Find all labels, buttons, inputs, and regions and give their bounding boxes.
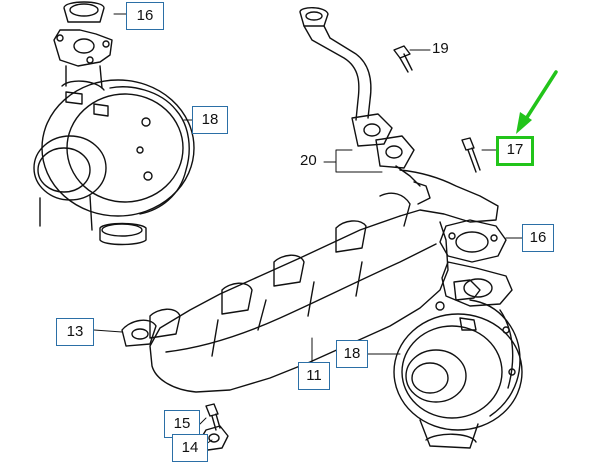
callout-16-top[interactable]: 16 bbox=[126, 2, 164, 30]
bolt-icon bbox=[205, 45, 481, 431]
turbocharger-bottom-icon bbox=[393, 279, 523, 449]
exhaust-manifold-icon bbox=[149, 169, 499, 393]
pointer-arrow-icon bbox=[516, 70, 558, 134]
egr-pipe-icon bbox=[299, 7, 421, 187]
callout-17-highlighted[interactable]: 17 bbox=[496, 136, 534, 166]
callout-13[interactable]: 13 bbox=[56, 318, 94, 346]
callout-18-bottom[interactable]: 18 bbox=[336, 340, 368, 368]
callout-11[interactable]: 11 bbox=[298, 362, 330, 390]
callout-18-top[interactable]: 18 bbox=[192, 106, 228, 134]
callout-14[interactable]: 14 bbox=[172, 434, 208, 462]
gasket-icon bbox=[439, 219, 513, 307]
callout-19[interactable]: 19 bbox=[432, 40, 449, 57]
callout-16-right[interactable]: 16 bbox=[522, 224, 554, 252]
turbocharger-top-icon bbox=[33, 1, 195, 246]
callout-20[interactable]: 20 bbox=[300, 152, 317, 169]
